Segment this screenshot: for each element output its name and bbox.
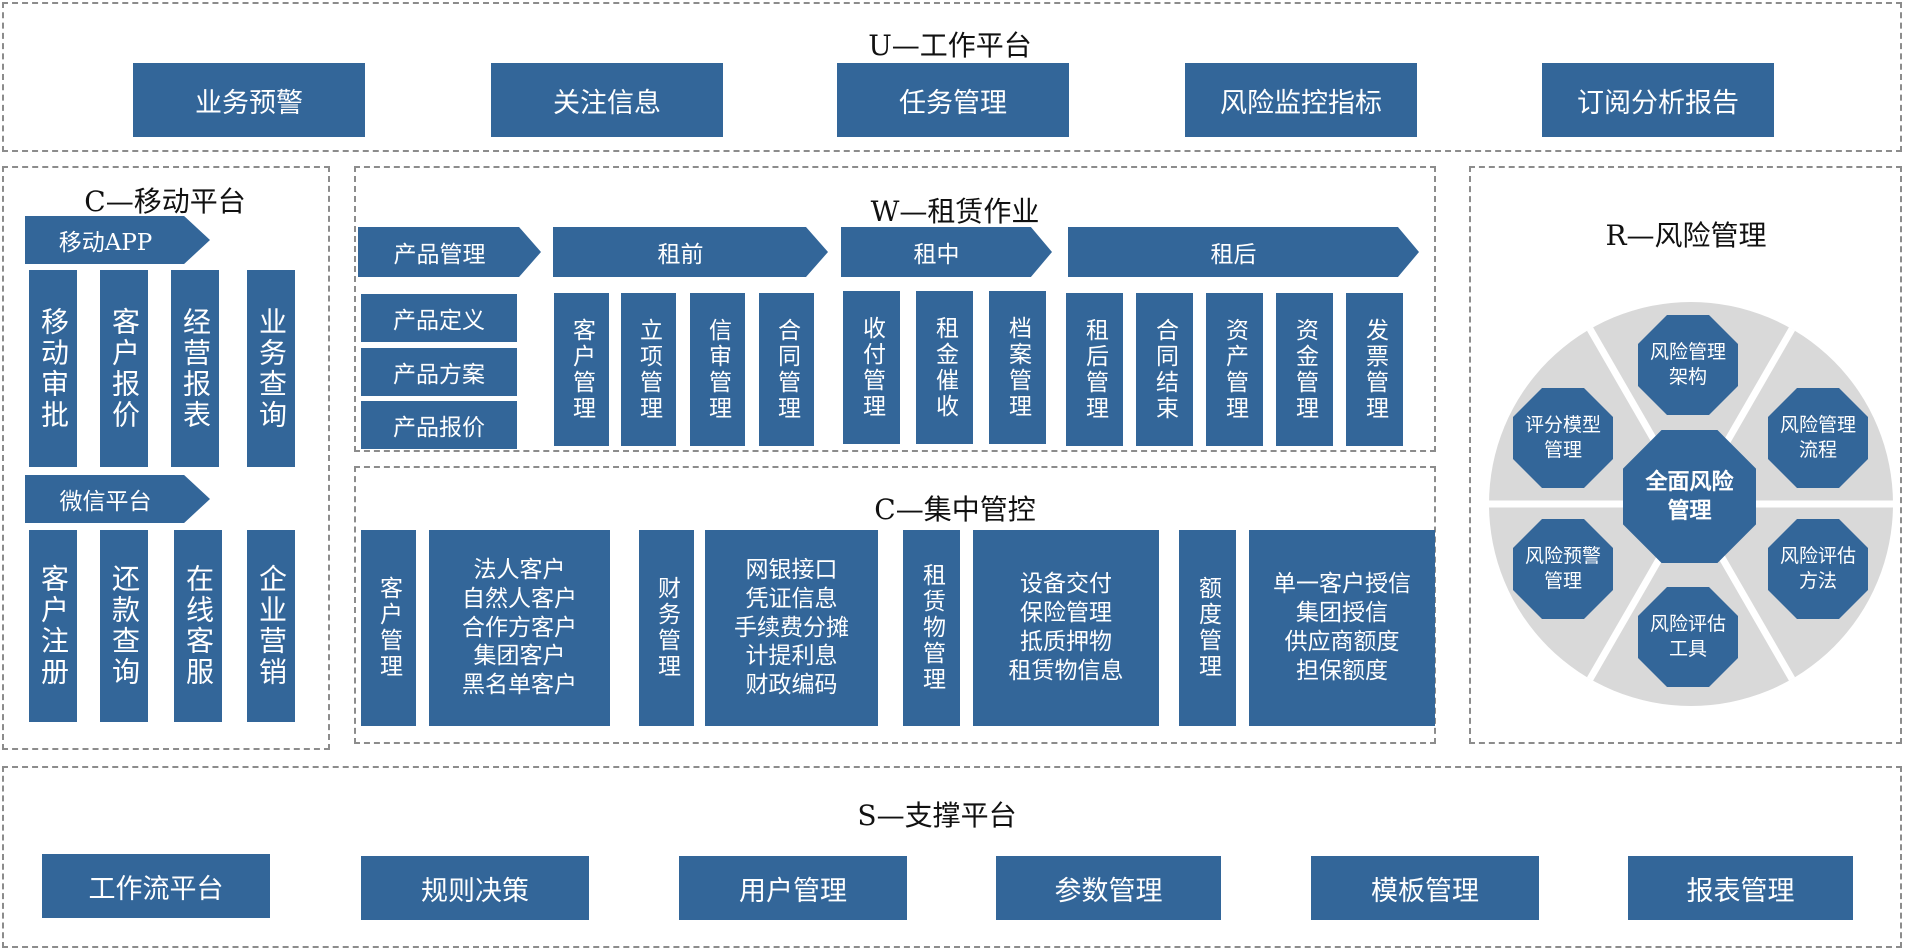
wechat-item-online-service[interactable]: 在线客服 <box>174 530 222 722</box>
central-quota-list: 单一客户授信 集团授信 供应商额度 担保额度 <box>1249 530 1435 726</box>
pre-item-contract[interactable]: 合同管理 <box>759 293 814 446</box>
risk-node-framework[interactable]: 风险管理 架构 <box>1638 315 1738 415</box>
central-customer-line: 法人客户 <box>473 556 566 583</box>
wechat-item-customer-register[interactable]: 客户注册 <box>29 530 77 722</box>
u-item-business-warning[interactable]: 业务预警 <box>133 63 365 137</box>
central-customer-line: 自然人客户 <box>462 585 577 612</box>
central-customer-list: 法人客户 自然人客户 合作方客户 集团客户 黑名单客户 <box>429 530 610 726</box>
central-customer-line: 合作方客户 <box>462 614 577 641</box>
w-lease-panel <box>354 166 1436 452</box>
risk-node-line: 架构 <box>1668 366 1707 388</box>
product-item-quote[interactable]: 产品报价 <box>361 401 517 449</box>
central-finance-line: 财政编码 <box>745 672 838 699</box>
central-asset-line: 设备交付 <box>1020 571 1112 598</box>
s-item-workflow[interactable]: 工作流平台 <box>42 854 270 918</box>
c-central-title: C—集中管控 <box>874 493 1036 526</box>
mobile-app-label: 移动APP <box>25 216 210 264</box>
post-item-invoice[interactable]: 发票管理 <box>1346 293 1403 446</box>
pre-item-credit-review[interactable]: 信审管理 <box>690 293 745 446</box>
risk-node-line: 风险管理 <box>1649 341 1726 364</box>
central-head-leased-asset[interactable]: 租赁物管理 <box>903 530 960 726</box>
mid-item-payment[interactable]: 收付管理 <box>843 291 900 444</box>
pre-item-project[interactable]: 立项管理 <box>621 293 676 446</box>
risk-center-line: 全面风险 <box>1645 468 1734 495</box>
pre-lease-label: 租前 <box>553 227 828 277</box>
risk-node-line: 风险评估 <box>1649 613 1726 636</box>
u-item-subscribe-report[interactable]: 订阅分析报告 <box>1542 63 1774 137</box>
central-quota-line: 集团授信 <box>1296 600 1388 627</box>
central-finance-line: 网银接口 <box>745 556 838 583</box>
central-asset-line: 抵质押物 <box>1020 629 1112 655</box>
central-finance-line: 计提利息 <box>745 643 838 670</box>
app-item-business-query[interactable]: 业务查询 <box>247 270 295 467</box>
u-item-risk-monitor-index[interactable]: 风险监控指标 <box>1185 63 1417 137</box>
risk-node-warning[interactable]: 风险预警 管理 <box>1513 519 1613 619</box>
risk-node-line: 风险评估 <box>1779 545 1856 568</box>
product-item-definition[interactable]: 产品定义 <box>361 294 517 342</box>
post-item-management[interactable]: 租后管理 <box>1066 293 1123 446</box>
central-customer-line: 黑名单客户 <box>462 672 577 699</box>
mid-item-archive[interactable]: 档案管理 <box>989 291 1046 444</box>
post-item-fund[interactable]: 资金管理 <box>1276 293 1333 446</box>
central-quota-line: 担保额度 <box>1296 657 1388 684</box>
risk-node-scoring-model[interactable]: 评分模型 管理 <box>1513 388 1613 488</box>
mid-lease-label: 租中 <box>841 227 1052 277</box>
risk-node-line: 风险管理 <box>1779 414 1856 437</box>
central-head-quota[interactable]: 额度管理 <box>1179 530 1236 726</box>
central-customer-line: 集团客户 <box>473 643 566 670</box>
risk-node-line: 管理 <box>1543 439 1582 461</box>
mid-item-rent-collection[interactable]: 租金催收 <box>916 291 973 444</box>
c-central-panel <box>354 466 1436 744</box>
s-item-parameter-management[interactable]: 参数管理 <box>996 856 1221 920</box>
risk-node-line: 风险预警 <box>1524 545 1601 568</box>
r-risk-panel <box>1469 166 1902 744</box>
risk-node-assessment-method[interactable]: 风险评估 方法 <box>1768 519 1868 619</box>
w-lease-title: W—租赁作业 <box>870 195 1040 228</box>
app-item-mobile-approval[interactable]: 移动审批 <box>29 270 77 467</box>
post-lease-label: 租后 <box>1068 227 1419 277</box>
u-item-task-management[interactable]: 任务管理 <box>837 63 1069 137</box>
u-platform-panel <box>2 2 1902 152</box>
central-head-finance[interactable]: 财务管理 <box>639 530 694 726</box>
app-item-business-report[interactable]: 经营报表 <box>171 270 219 467</box>
risk-node-assessment-tool[interactable]: 风险评估 工具 <box>1638 587 1738 687</box>
risk-node-line: 流程 <box>1798 439 1837 461</box>
central-head-customer[interactable]: 客户管理 <box>361 530 416 726</box>
s-support-title: S—支撑平台 <box>857 799 1017 832</box>
risk-node-line: 管理 <box>1543 570 1582 592</box>
post-item-contract-end[interactable]: 合同结束 <box>1136 293 1193 446</box>
risk-node-line: 评分模型 <box>1524 414 1601 437</box>
u-platform-title: U—工作平台 <box>868 29 1032 62</box>
s-item-report-management[interactable]: 报表管理 <box>1628 856 1853 920</box>
wechat-item-repayment-query[interactable]: 还款查询 <box>100 530 148 722</box>
c-mobile-title: C—移动平台 <box>84 185 246 218</box>
u-item-follow-info[interactable]: 关注信息 <box>491 63 723 137</box>
risk-node-line: 方法 <box>1798 570 1837 592</box>
risk-center-line: 管理 <box>1667 497 1712 524</box>
r-risk-title: R—风险管理 <box>1605 219 1767 252</box>
central-finance-line: 手续费分摊 <box>734 614 849 641</box>
s-item-user-management[interactable]: 用户管理 <box>679 856 907 920</box>
central-leased-asset-list: 设备交付 保险管理 抵质押物 租赁物信息 <box>973 530 1159 726</box>
central-finance-list: 网银接口 凭证信息 手续费分摊 计提利息 财政编码 <box>705 530 878 726</box>
central-quota-line: 单一客户授信 <box>1273 571 1411 598</box>
central-finance-line: 凭证信息 <box>745 585 838 612</box>
product-management-label: 产品管理 <box>358 227 541 277</box>
pre-item-customer[interactable]: 客户管理 <box>554 293 609 446</box>
post-item-asset[interactable]: 资产管理 <box>1206 293 1263 446</box>
central-asset-line: 租赁物信息 <box>1008 657 1124 684</box>
wechat-item-enterprise-marketing[interactable]: 企业营销 <box>247 530 295 722</box>
wechat-platform-label: 微信平台 <box>25 475 210 523</box>
central-quota-line: 供应商额度 <box>1284 629 1400 655</box>
central-asset-line: 保险管理 <box>1020 600 1112 627</box>
c-mobile-panel <box>2 166 330 750</box>
product-item-plan[interactable]: 产品方案 <box>361 348 517 396</box>
s-item-rule-decision[interactable]: 规则决策 <box>361 856 589 920</box>
app-item-customer-quote[interactable]: 客户报价 <box>100 270 148 467</box>
s-support-panel <box>2 766 1902 948</box>
risk-center-comprehensive[interactable]: 全面风险 管理 <box>1623 430 1756 563</box>
risk-node-line: 工具 <box>1668 638 1707 660</box>
risk-node-process[interactable]: 风险管理 流程 <box>1768 388 1868 488</box>
s-item-template-management[interactable]: 模板管理 <box>1311 856 1539 920</box>
